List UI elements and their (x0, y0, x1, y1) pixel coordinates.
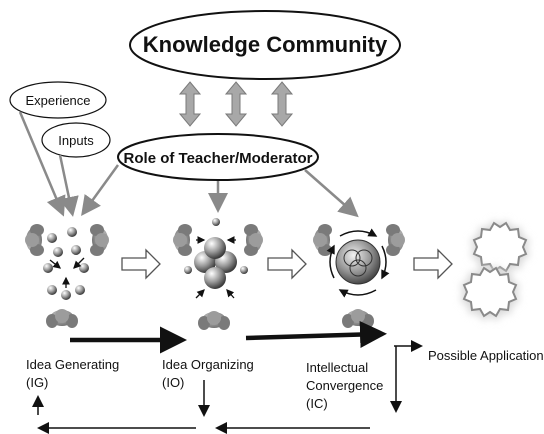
stage-label-abbrev: (IO) (162, 375, 184, 390)
merged-ideas-icon (194, 237, 237, 289)
stage-label-abbrev: (IC) (306, 396, 328, 411)
idea-ball-icons (43, 227, 89, 300)
knowledge-community-node: Knowledge Community (129, 10, 401, 80)
possible-application-label: Possible Application (428, 348, 544, 363)
gear-icon (470, 220, 530, 276)
gear-icon (460, 265, 520, 321)
stage-label-line: Idea Organizing (162, 357, 254, 372)
stage-label-io: Idea Organizing (IO) (162, 357, 254, 390)
idea-organizing-cluster (173, 218, 263, 330)
hollow-arrow-icon (121, 248, 161, 280)
progress-arrows (70, 321, 387, 354)
stage-label-line: Convergence (306, 378, 383, 393)
experience-label: Experience (25, 93, 90, 108)
stage-label-line: Intellectual (306, 360, 368, 375)
moderator-node: Role of Teacher/Moderator (117, 133, 319, 181)
influence-arrows (18, 111, 359, 218)
inputs-bubble: Inputs (41, 122, 111, 158)
stage-label-line: Idea Generating (26, 357, 119, 372)
inputs-label: Inputs (58, 133, 94, 148)
feedback-loop-arrows (32, 380, 370, 434)
community-exchange-arrows (178, 81, 294, 127)
convergence-cluster (313, 224, 405, 328)
converged-sphere-icon (335, 239, 381, 285)
stage-label-abbrev: (IG) (26, 375, 48, 390)
application-connector (390, 340, 423, 413)
moderator-label: Role of Teacher/Moderator (124, 150, 313, 167)
idea-generating-cluster (25, 224, 109, 328)
double-arrow-icon (224, 81, 248, 127)
stage-label-ic: Intellectual Convergence (IC) (306, 360, 383, 411)
hollow-arrow-icon (413, 248, 453, 280)
double-arrow-icon (270, 81, 294, 127)
experience-bubble: Experience (9, 81, 107, 119)
knowledge-community-label: Knowledge Community (143, 32, 388, 57)
hollow-arrow-icon (267, 248, 307, 280)
stage-label-ig: Idea Generating (IG) (26, 357, 119, 390)
double-arrow-icon (178, 81, 202, 127)
